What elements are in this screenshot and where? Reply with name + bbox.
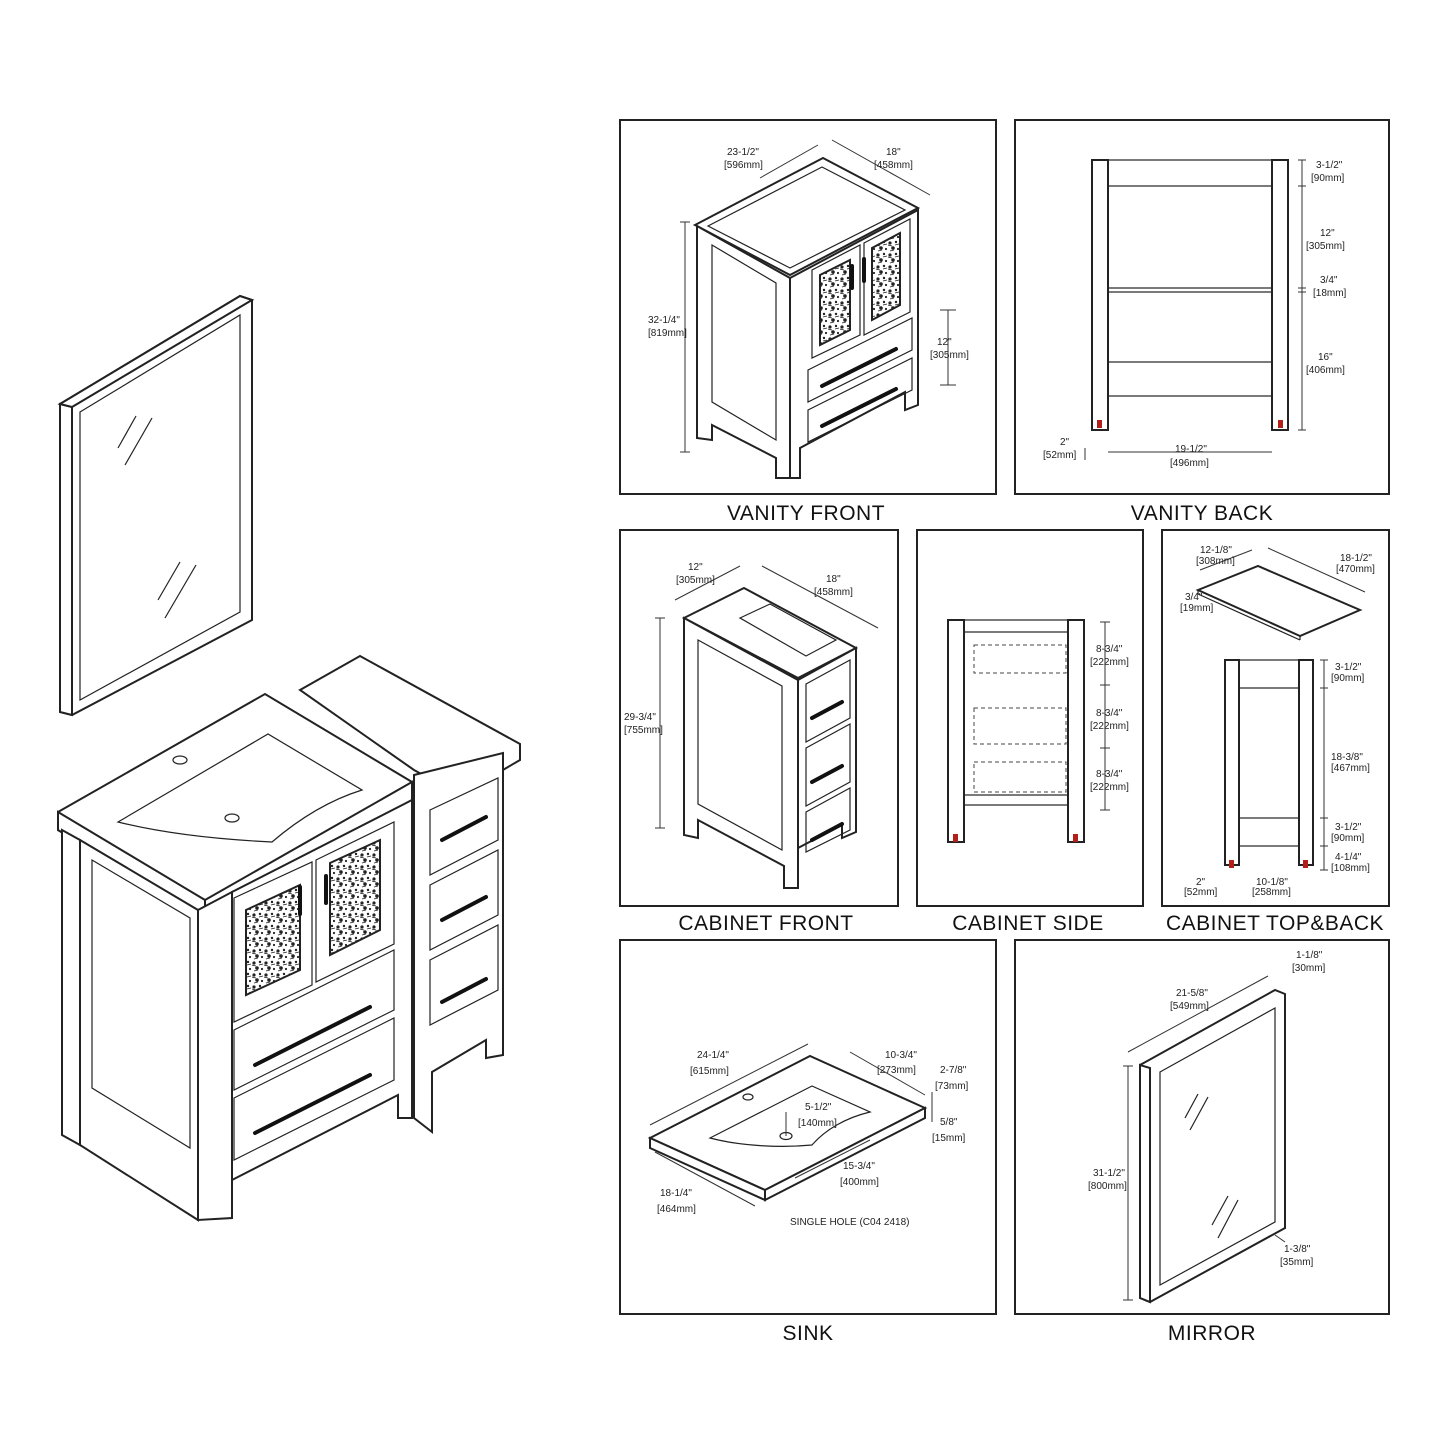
- panel-sink: 24-1/4" [615mm] 10-3/4" [273mm] 2-7/8" […: [619, 939, 997, 1345]
- dim-d2: 8-3/4": [1096, 708, 1123, 719]
- panel-vanity-back: 3-1/2" [90mm] 12" [305mm] 3/4" [18mm] 16…: [1014, 119, 1390, 525]
- dim-depth-mm: [458mm]: [874, 160, 913, 171]
- main-vanity-illustration: [57, 294, 521, 1222]
- dim-depth: 1-3/8": [1284, 1244, 1311, 1255]
- dim-height: 29-3/4": [624, 712, 656, 723]
- sink-model-note: SINGLE HOLE (C04 2418): [790, 1217, 910, 1228]
- dim-width: 23-1/2": [727, 147, 759, 158]
- dim-rim-mm: [73mm]: [935, 1081, 969, 1092]
- panel-cabinet-front: 12" [305mm] 18" [458mm] 29-3/4" [755mm] …: [619, 529, 899, 935]
- dim-leg-mm: [52mm]: [1184, 887, 1218, 898]
- dim-b2-mm: [467mm]: [1331, 763, 1370, 774]
- dim-width: 21-5/8": [1176, 988, 1208, 999]
- dim-shelf-mm: [18mm]: [1313, 288, 1347, 299]
- dim-width-mm: [596mm]: [724, 160, 763, 171]
- dim-bowl-w-mm: [400mm]: [840, 1177, 879, 1188]
- dim-inner-mm: [496mm]: [1170, 458, 1209, 469]
- dim-width-mm: [615mm]: [690, 1066, 729, 1077]
- dim-d3: 8-3/4": [1096, 769, 1123, 780]
- dim-height: 32-1/4": [648, 315, 680, 326]
- dim-width: 24-1/4": [697, 1050, 729, 1061]
- dim-b4-mm: [108mm]: [1331, 863, 1370, 874]
- dim-b1-mm: [90mm]: [1331, 673, 1365, 684]
- dim-top: 3-1/2": [1316, 160, 1343, 171]
- dim-height: 31-1/2": [1093, 1168, 1125, 1179]
- dim-b1: 3-1/2": [1335, 662, 1362, 673]
- dim-bowl-depth-mm: [140mm]: [798, 1118, 837, 1129]
- dim-b3: 3-1/2": [1335, 822, 1362, 833]
- dim-top-mm: [90mm]: [1311, 173, 1345, 184]
- dim-mid: 12": [1320, 228, 1335, 239]
- dim-frame-mm: [30mm]: [1292, 963, 1326, 974]
- dim-b4: 4-1/4": [1335, 852, 1362, 863]
- dim-height-mm: [755mm]: [624, 725, 663, 736]
- dim-leg-mm: [52mm]: [1043, 450, 1077, 461]
- dim-top-t-mm: [19mm]: [1180, 603, 1214, 614]
- dim-low: 16": [1318, 352, 1333, 363]
- panel-vanity-front: 23-1/2" [596mm] 18" [458mm] 32-1/4" [819…: [619, 119, 997, 525]
- dim-width-mm: [549mm]: [1170, 1001, 1209, 1012]
- dim-top-w-mm: [308mm]: [1196, 556, 1235, 567]
- caption-sink: SINK: [782, 1322, 833, 1345]
- dim-bowl-w: 15-3/4": [843, 1161, 875, 1172]
- dim-inner: 19-1/2": [1175, 444, 1207, 455]
- dim-low-mm: [406mm]: [1306, 365, 1345, 376]
- dim-height-mm: [800mm]: [1088, 1181, 1127, 1192]
- dim-top-d-mm: [470mm]: [1336, 564, 1375, 575]
- dim-depth: 18-1/4": [660, 1188, 692, 1199]
- dim-b3-mm: [90mm]: [1331, 833, 1365, 844]
- dim-depth: 18": [886, 147, 901, 158]
- side-cabinet: [298, 654, 521, 1135]
- caption-cabinet-top-back: CABINET TOP&BACK: [1166, 912, 1384, 935]
- panel-cabinet-side: 8-3/4" [222mm] 8-3/4" [222mm] 8-3/4" [22…: [916, 529, 1144, 935]
- dim-thick-mm: [15mm]: [932, 1133, 966, 1144]
- dim-inner: 10-1/8": [1256, 877, 1288, 888]
- dim-depth-mm: [458mm]: [814, 587, 853, 598]
- dim-bowl-depth: 5-1/2": [805, 1102, 832, 1113]
- dim-drawer: 12": [937, 337, 952, 348]
- panel-cabinet-top-back: 12-1/8" [308mm] 18-1/2" [470mm] 3/4" [19…: [1161, 529, 1390, 935]
- dim-d1-mm: [222mm]: [1090, 657, 1129, 668]
- wall-mirror: [57, 294, 255, 717]
- dim-mid-mm: [305mm]: [1306, 241, 1345, 252]
- dim-height-mm: [819mm]: [648, 328, 687, 339]
- vanity-body: [61, 798, 413, 1222]
- dim-depth: 18": [826, 574, 841, 585]
- dim-shelf: 3/4": [1320, 275, 1338, 286]
- dim-frame: 1-1/8": [1296, 950, 1323, 961]
- dim-top-w: 12-1/8": [1200, 545, 1232, 556]
- dim-thick: 5/8": [940, 1117, 958, 1128]
- dim-d1: 8-3/4": [1096, 644, 1123, 655]
- dim-rim: 2-7/8": [940, 1065, 967, 1076]
- caption-vanity-back: VANITY BACK: [1131, 502, 1273, 525]
- dim-width-mm: [305mm]: [676, 575, 715, 586]
- dim-leg: 2": [1196, 877, 1206, 888]
- dim-d3-mm: [222mm]: [1090, 782, 1129, 793]
- dim-b2: 18-3/8": [1331, 752, 1363, 763]
- dim-back: 10-3/4": [885, 1050, 917, 1061]
- dim-depth-mm: [35mm]: [1280, 1257, 1314, 1268]
- dim-drawer-mm: [305mm]: [930, 350, 969, 361]
- dim-leg: 2": [1060, 437, 1070, 448]
- dim-inner-mm: [258mm]: [1252, 887, 1291, 898]
- dim-back-mm: [273mm]: [877, 1065, 916, 1076]
- caption-cabinet-side: CABINET SIDE: [952, 912, 1103, 935]
- dim-d2-mm: [222mm]: [1090, 721, 1129, 732]
- caption-mirror: MIRROR: [1168, 1322, 1256, 1345]
- dim-top-t: 3/4": [1185, 592, 1203, 603]
- dim-depth-mm: [464mm]: [657, 1204, 696, 1215]
- caption-vanity-front: VANITY FRONT: [727, 502, 885, 525]
- dim-top-d: 18-1/2": [1340, 553, 1372, 564]
- caption-cabinet-front: CABINET FRONT: [678, 912, 853, 935]
- panel-mirror: 1-1/8" [30mm] 21-5/8" [549mm] 31-1/2" [8…: [1014, 939, 1390, 1345]
- dim-width: 12": [688, 562, 703, 573]
